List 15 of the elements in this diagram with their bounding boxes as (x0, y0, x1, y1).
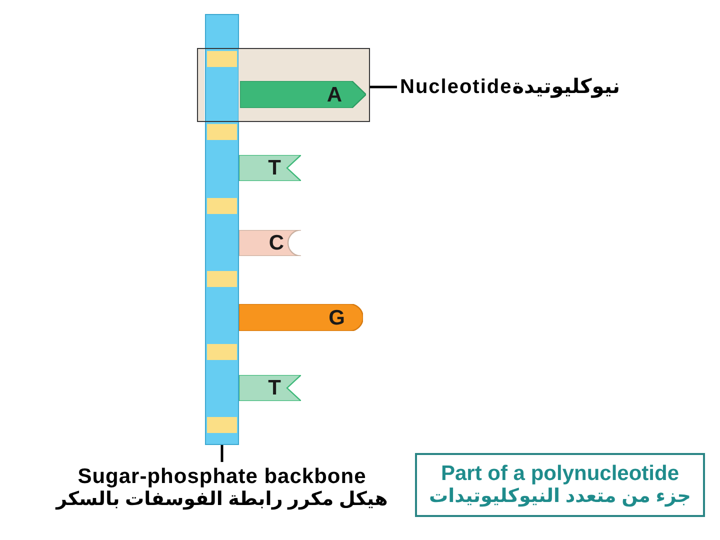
base-tab: C (239, 230, 301, 256)
base-tab: A (240, 81, 366, 108)
backbone-bar (205, 14, 239, 445)
highlight-box (197, 48, 370, 122)
translation-text: هيكل مكرر رابطة الفوسفات بالسكر (56, 489, 388, 512)
heading-text: Part of a polynucleotide (440, 461, 680, 486)
leader-line (370, 86, 397, 88)
base-tab: G (239, 304, 363, 331)
leader-line (220, 445, 224, 462)
base-tab: T (239, 155, 301, 181)
translation-text: جزء من متعدد النيوكليوتيدات (429, 486, 691, 509)
info-box (415, 453, 705, 517)
base-tab: T (239, 375, 301, 401)
nucleotide-label: Nucleotideنيوكليوتيدة (400, 72, 620, 102)
heading-text: Sugar-phosphate backbone (78, 464, 366, 490)
